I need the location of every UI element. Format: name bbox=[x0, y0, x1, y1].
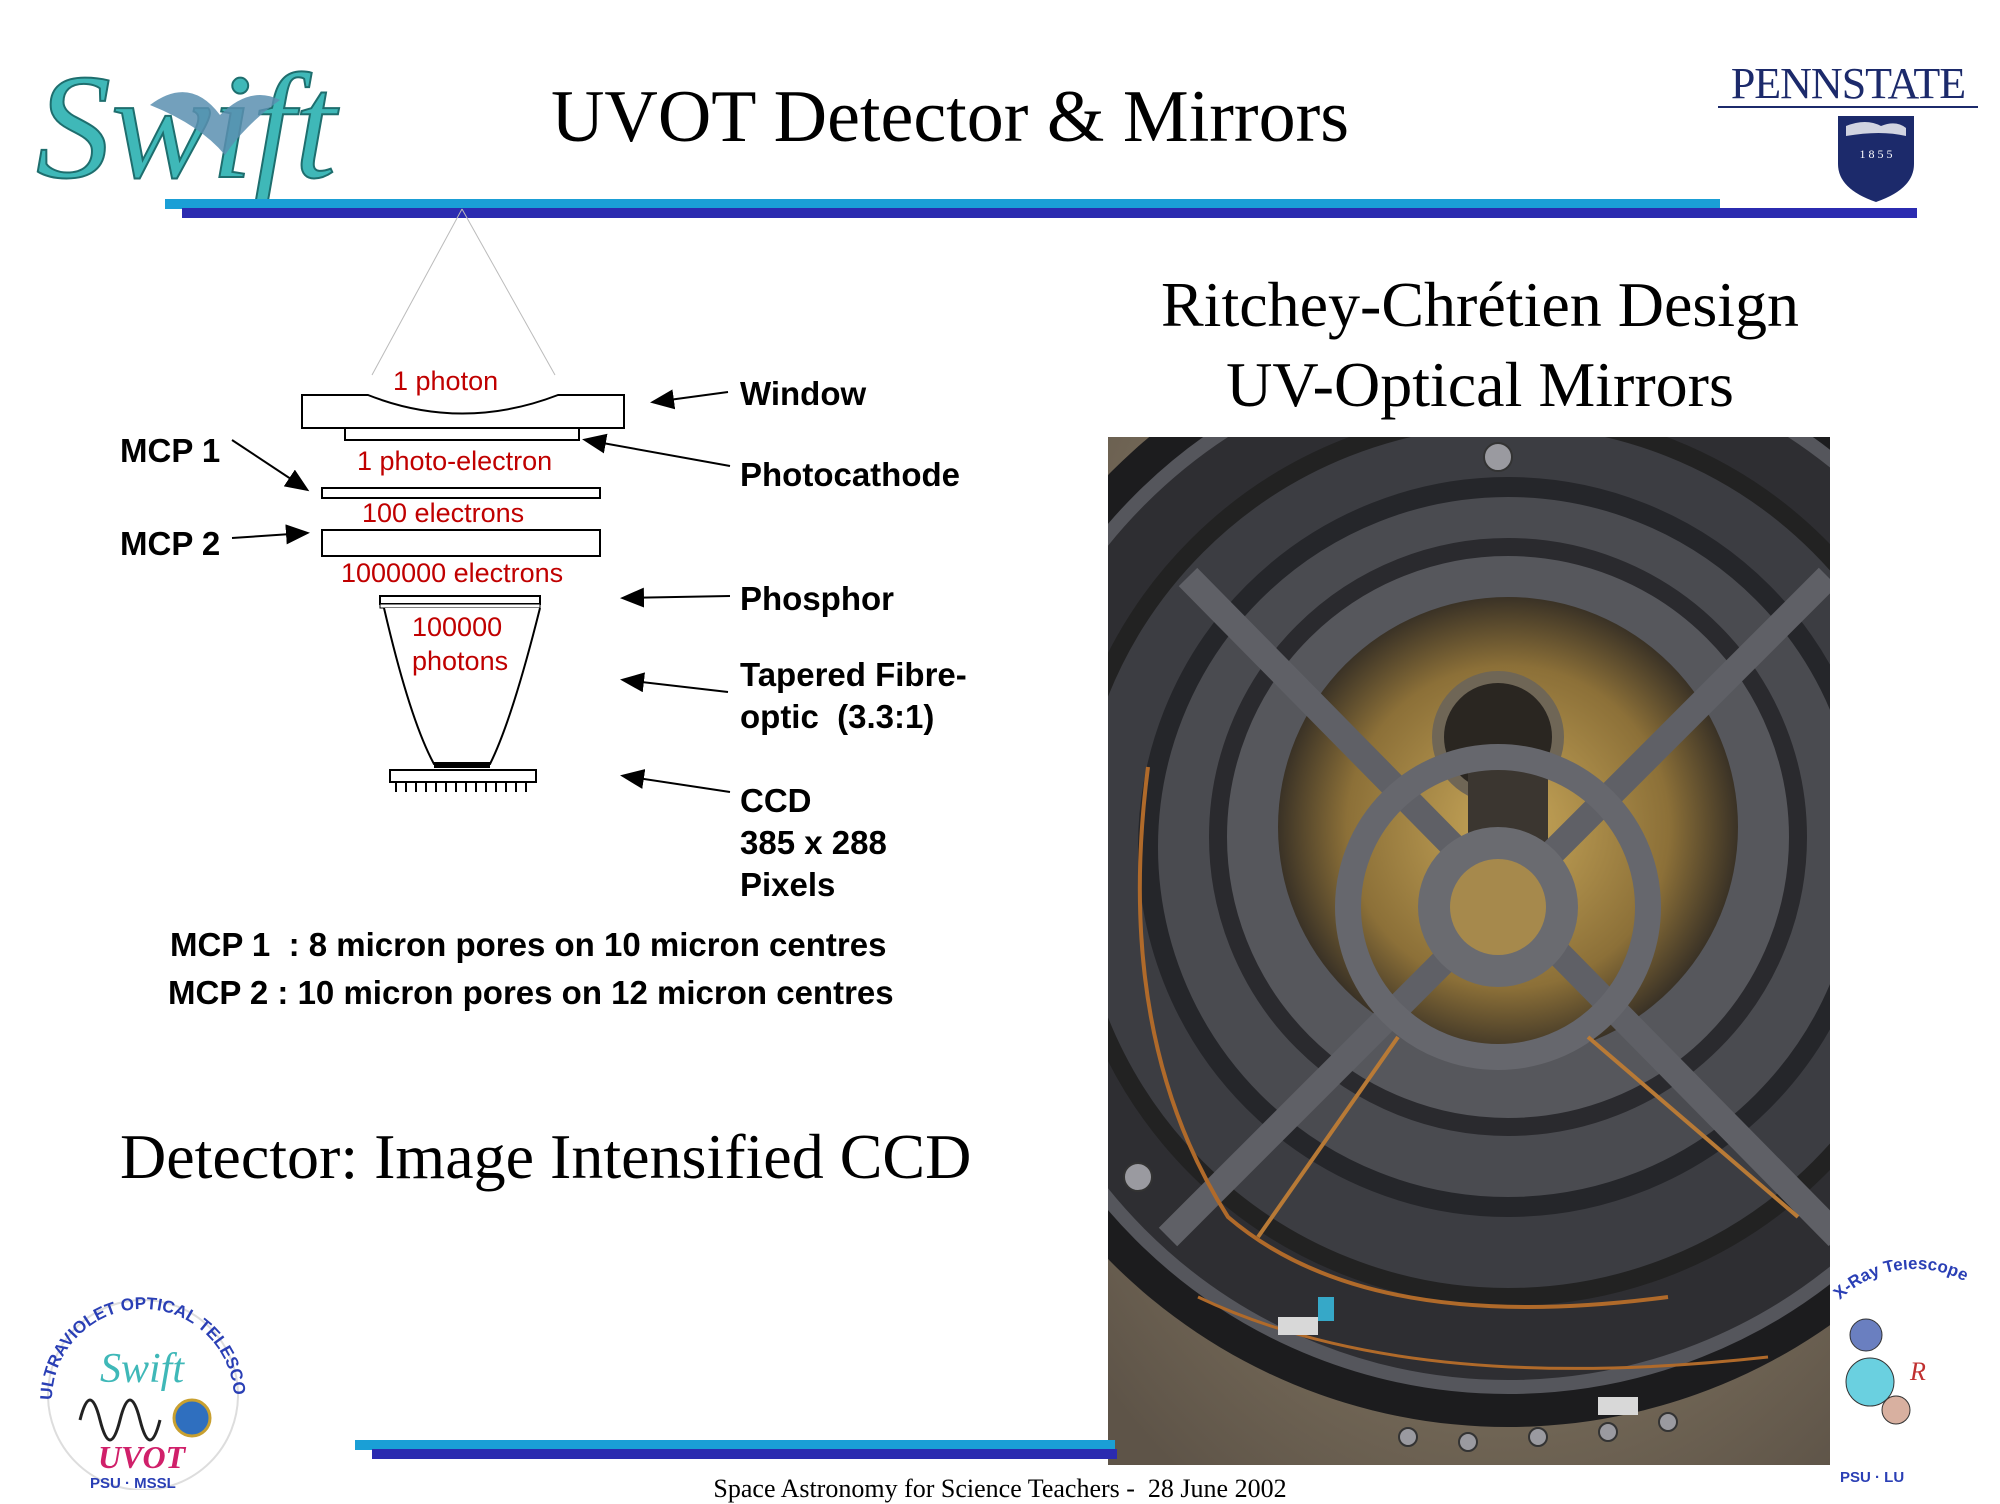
uvot-logo-text: UVOT bbox=[98, 1439, 187, 1475]
page-title: UVOT Detector & Mirrors bbox=[550, 76, 1350, 158]
telescope-mirror-photo bbox=[948, 307, 2000, 1465]
design-title: Ritchey-Chrétien Design bbox=[1160, 269, 1800, 340]
spec-mcp2: MCP 2 : 10 micron pores on 12 micron cen… bbox=[168, 974, 894, 1011]
detector-title: Detector: Image Intensified CCD bbox=[120, 1121, 972, 1192]
xrt-bottom-text: PSU · LU bbox=[1840, 1469, 1904, 1486]
label-ccd-size: 385 x 288 bbox=[740, 824, 887, 861]
phosphor-arrow bbox=[620, 587, 731, 608]
pennstate-wordmark: PENNSTATE bbox=[1730, 59, 1966, 108]
count-photon: 1 photon bbox=[393, 366, 499, 396]
svg-text:R: R bbox=[1909, 1357, 1926, 1386]
label-tapered-line2: optic (3.3:1) bbox=[740, 698, 935, 735]
count-100000-photons-line2: photons bbox=[412, 646, 509, 676]
swift-logo-text: Swift bbox=[36, 45, 339, 205]
footer-text: Space Astronomy for Science Teachers - 2… bbox=[713, 1474, 1287, 1503]
count-1000000-electrons: 1000000 electrons bbox=[341, 558, 564, 588]
label-phosphor: Phosphor bbox=[740, 580, 894, 617]
label-mcp1: MCP 1 bbox=[120, 432, 221, 469]
pennstate-shield-icon: 1 8 5 5 bbox=[1838, 116, 1914, 202]
xrt-ring-text: X-Ray Telescope bbox=[1830, 1254, 1972, 1303]
tapered-fibre-arrow bbox=[620, 672, 729, 693]
footer-bar-blue bbox=[372, 1449, 1117, 1459]
window-element bbox=[301, 394, 625, 429]
mcp1-arrow bbox=[231, 439, 310, 492]
ccd-element bbox=[434, 762, 490, 768]
detector-diagram: 1 photon 1 photo-electron 100 electrons … bbox=[0, 0, 1100, 1011]
label-ccd: CCD bbox=[740, 782, 812, 819]
label-tapered-line1: Tapered Fibre- bbox=[740, 656, 967, 693]
light-ray-left bbox=[371, 208, 463, 376]
phosphor-element bbox=[379, 595, 541, 605]
uvot-swift-text: Swift bbox=[100, 1346, 185, 1392]
uvot-logo: ULTRAVIOLET OPTICAL TELESCOPE Swift UVOT… bbox=[14, 1255, 260, 1492]
swift-logo: Swift bbox=[30, 43, 390, 211]
label-photocathode: Photocathode bbox=[740, 456, 960, 493]
count-photo-electron: 1 photo-electron bbox=[357, 446, 553, 476]
label-ccd-pixels: Pixels bbox=[740, 866, 836, 903]
spec-mcp1: MCP 1 : 8 micron pores on 10 micron cent… bbox=[170, 926, 887, 963]
mcp1-element bbox=[321, 487, 601, 499]
uvot-bottom-text: PSU · MSSL bbox=[90, 1475, 176, 1490]
ccd-package bbox=[389, 769, 537, 783]
photocathode-element bbox=[344, 427, 580, 441]
ccd-pins bbox=[395, 782, 527, 792]
pennstate-logo: PENNSTATE 1 8 5 5 bbox=[1718, 58, 1978, 208]
window-arrow bbox=[650, 389, 729, 410]
label-window: Window bbox=[740, 375, 867, 412]
count-100000-photons-line1: 100000 bbox=[412, 612, 503, 642]
ccd-arrow bbox=[620, 769, 731, 793]
svg-text:X-Ray Telescope: X-Ray Telescope bbox=[1830, 1260, 1971, 1303]
mcp2-arrow bbox=[231, 524, 310, 545]
label-mcp2: MCP 2 bbox=[120, 525, 221, 562]
footer-bar-cyan bbox=[355, 1440, 1115, 1450]
header-bar-cyan bbox=[165, 199, 1720, 209]
light-ray-right bbox=[461, 208, 556, 376]
photocathode-arrow bbox=[582, 433, 731, 467]
mcp2-element bbox=[321, 529, 601, 557]
mirrors-title: UV-Optical Mirrors bbox=[1226, 349, 1734, 420]
pennstate-year: 1 8 5 5 bbox=[1860, 147, 1893, 161]
count-100-electrons: 100 electrons bbox=[362, 498, 525, 528]
xrt-logo: X-Ray Telescope R PSU · LU bbox=[1830, 1254, 2000, 1490]
header-bar-blue bbox=[182, 208, 1917, 218]
